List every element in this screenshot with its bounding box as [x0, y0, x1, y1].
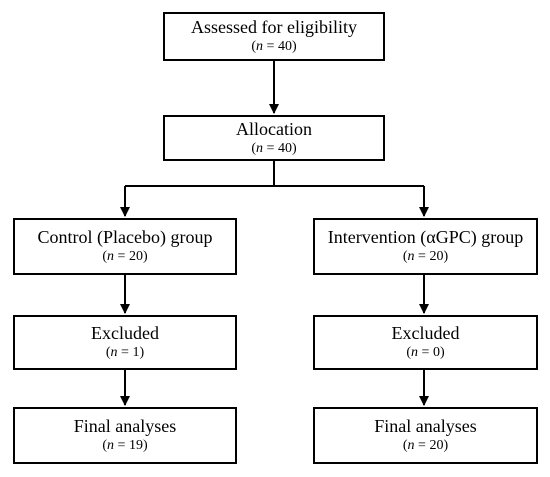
node-title: Final analyses	[73, 416, 177, 436]
node-count: (n = 0)	[406, 345, 445, 360]
node-title: Allocation	[236, 118, 312, 139]
node-control-excluded: Excluded (n = 1)	[13, 315, 237, 370]
node-title: Excluded	[91, 323, 159, 343]
node-title: Final analyses	[374, 416, 477, 436]
node-count: (n = 20)	[102, 249, 148, 264]
node-count: (n = 40)	[251, 39, 297, 54]
node-control-group: Control (Placebo) group (n = 20)	[13, 218, 237, 275]
node-count: (n = 20)	[402, 438, 449, 453]
node-intervention-group: Intervention (αGPC) group (n = 20)	[313, 218, 538, 275]
node-count: (n = 20)	[402, 249, 449, 264]
node-intervention-excluded: Excluded (n = 0)	[313, 315, 538, 370]
node-allocation: Allocation (n = 40)	[163, 115, 385, 161]
node-assessed-for-eligibility: Assessed for eligibility (n = 40)	[163, 12, 385, 61]
node-count: (n = 19)	[102, 438, 148, 453]
node-control-final-analyses: Final analyses (n = 19)	[13, 407, 237, 464]
node-title: Control (Placebo) group	[37, 227, 213, 247]
node-title: Excluded	[391, 323, 460, 343]
node-title: Intervention (αGPC) group	[327, 227, 524, 247]
node-count: (n = 1)	[105, 345, 145, 360]
node-title: Assessed for eligibility	[191, 17, 357, 37]
node-count: (n = 40)	[251, 140, 297, 156]
node-intervention-final-analyses: Final analyses (n = 20)	[313, 407, 538, 464]
